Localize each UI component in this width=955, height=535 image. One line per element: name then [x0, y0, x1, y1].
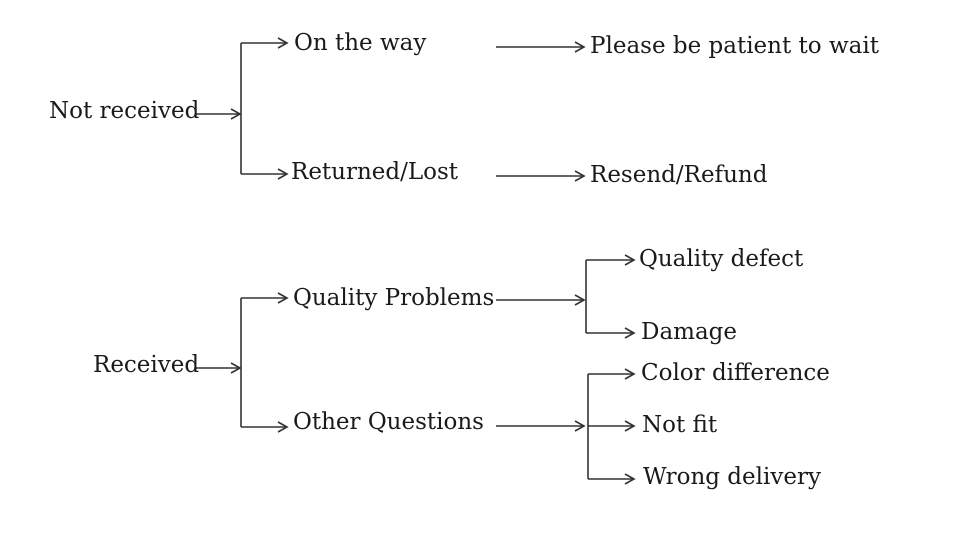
node-resend-refund: Resend/Refund [590, 162, 768, 188]
node-wrong-delivery: Wrong delivery [643, 464, 821, 490]
node-color-difference: Color difference [641, 360, 830, 386]
arrowhead [277, 292, 289, 304]
arrowhead [624, 254, 636, 266]
arrowhead [277, 37, 289, 49]
node-damage: Damage [641, 319, 738, 345]
node-please-wait: Please be patient to wait [590, 33, 879, 59]
node-received: Received [93, 352, 200, 378]
node-quality-problems: Quality Problems [293, 285, 495, 311]
node-returned-lost: Returned/Lost [291, 159, 459, 185]
arrowhead [574, 294, 586, 306]
arrowhead [277, 421, 289, 433]
arrowhead [574, 420, 586, 432]
arrowhead [624, 420, 636, 432]
arrowhead [624, 473, 636, 485]
arrowhead [574, 41, 586, 53]
node-quality-defect: Quality defect [639, 246, 804, 272]
node-on-the-way: On the way [294, 30, 427, 56]
node-not-received: Not received [49, 98, 200, 124]
arrowhead [574, 170, 586, 182]
node-not-fit: Not fit [642, 412, 718, 438]
arrowhead [230, 362, 242, 374]
arrowhead [230, 108, 242, 120]
arrowhead [277, 168, 289, 180]
node-other-questions: Other Questions [293, 409, 484, 435]
arrowhead [624, 327, 636, 339]
arrowhead [624, 368, 636, 380]
